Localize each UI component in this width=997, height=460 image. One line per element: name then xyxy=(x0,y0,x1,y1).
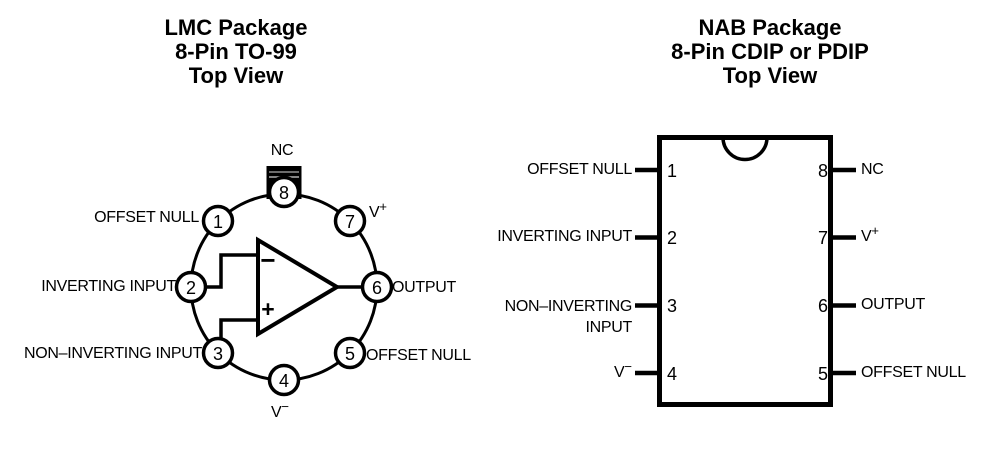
left-title-line1: LMC Package xyxy=(164,15,308,40)
dip-pin3-label-line1: NON–INVERTING xyxy=(504,298,633,315)
right-title-line1: NAB Package xyxy=(698,15,842,40)
to99-pin1-circle xyxy=(201,204,235,238)
to99-pin8-circle xyxy=(267,175,301,209)
to99-pin7-label: V+ xyxy=(369,199,387,221)
opamp-noninverting-sign: + xyxy=(261,296,275,322)
left-title-line2: 8-Pin TO-99 xyxy=(175,39,297,64)
to99-pin2-label: INVERTING INPUT xyxy=(41,278,176,295)
dip-notch xyxy=(721,137,769,162)
to99-pin2-number: 2 xyxy=(185,278,197,298)
to99-pin1-number: 1 xyxy=(212,212,224,232)
right-package-title: NAB Package 8-Pin CDIP or PDIP Top View xyxy=(671,16,869,88)
dip-pin4-label-sup: − xyxy=(624,359,632,374)
dip-pin7-label-sup: + xyxy=(871,223,879,238)
dip-pin3-number: 3 xyxy=(667,296,678,316)
opamp-inverting-sign: − xyxy=(260,245,276,275)
noninverting-input-wire xyxy=(219,318,258,340)
to99-pin4-circle xyxy=(267,363,301,397)
to99-pin3-label: NON–INVERTING INPUT xyxy=(23,345,202,362)
to99-pin3-circle xyxy=(201,336,235,370)
to99-pin7-label-base: V xyxy=(369,204,380,221)
right-title-line2: 8-Pin CDIP or PDIP xyxy=(671,39,869,64)
to99-pin4-label-sup: − xyxy=(281,399,289,414)
dip-pin7-number: 7 xyxy=(817,228,828,248)
to99-pin4-number: 4 xyxy=(278,371,290,391)
to99-pin3-number: 3 xyxy=(212,344,224,364)
inverting-input-wire xyxy=(205,253,258,289)
opamp-triangle xyxy=(256,236,341,338)
to99-pin2-circle xyxy=(174,270,208,304)
dip-pin7-label-base: V xyxy=(861,228,872,245)
dip-pin7-label: V+ xyxy=(861,223,879,245)
left-title-line3: Top View xyxy=(188,63,284,88)
dip-body xyxy=(657,135,833,407)
dip-pin5-label: OFFSET NULL xyxy=(861,364,966,381)
to99-pin4-label-base: V xyxy=(271,404,282,421)
dip-pin4-label-base: V xyxy=(614,364,625,381)
to99-pin4-label: V− xyxy=(271,399,289,421)
to99-pin8-number: 8 xyxy=(278,183,290,203)
to99-pin8-label-nc: NC xyxy=(270,142,294,159)
to99-pin5-circle xyxy=(333,336,367,370)
to99-pin7-label-sup: + xyxy=(379,199,387,214)
to99-pin6-number: 6 xyxy=(371,278,383,298)
to99-pin6-circle xyxy=(360,270,394,304)
dip-pin8-number: 8 xyxy=(817,161,828,181)
dip-pin4-label: V− xyxy=(614,359,632,381)
dip-pin2-number: 2 xyxy=(667,228,678,248)
to99-pin6-label: OUTPUT xyxy=(392,279,456,296)
dip-pin1-label: OFFSET NULL xyxy=(527,161,632,178)
to99-pin7-number: 7 xyxy=(344,212,356,232)
to99-pin7-circle xyxy=(333,204,367,238)
to99-pin5-number: 5 xyxy=(344,344,356,364)
dip-pin4-number: 4 xyxy=(667,364,678,384)
dip-pin3-label: NON–INVERTING INPUT xyxy=(504,296,633,338)
dip-pin5-number: 5 xyxy=(817,364,828,384)
dip-pin6-number: 6 xyxy=(817,296,828,316)
left-package-title: LMC Package 8-Pin TO-99 Top View xyxy=(164,16,307,88)
dip-pin6-label: OUTPUT xyxy=(861,296,925,313)
right-title-line3: Top View xyxy=(722,63,818,88)
dip-pin1-number: 1 xyxy=(667,161,678,181)
to99-pin5-label: OFFSET NULL xyxy=(366,347,471,364)
to99-pin1-label: OFFSET NULL xyxy=(94,209,199,226)
dip-pin2-label: INVERTING INPUT xyxy=(497,228,632,245)
dip-pin3-label-line2: INPUT xyxy=(585,319,632,336)
dip-pin8-label: NC xyxy=(861,161,884,178)
